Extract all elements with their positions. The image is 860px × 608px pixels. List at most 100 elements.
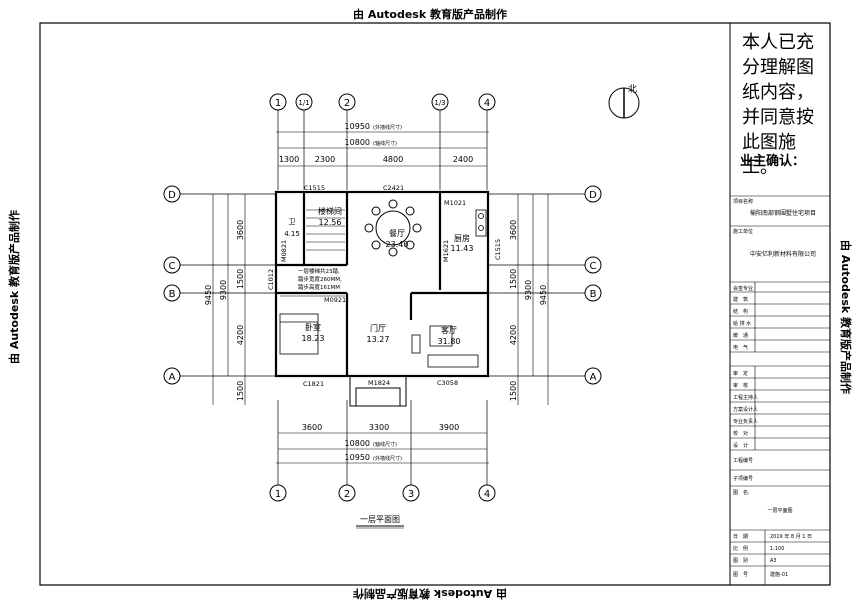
- dim-bottom-total-axis: 10800: [345, 439, 370, 448]
- room-area: 12.56: [319, 218, 342, 227]
- watermark-top: 由 Autodesk 教育版产品制作: [352, 8, 507, 21]
- tb-project-name: 榆阳南部钢围墅住宅项目: [750, 209, 816, 217]
- grid-label: 2: [344, 489, 350, 500]
- dim-top-total-axis: 10800: [345, 138, 370, 147]
- dim-right-seg: 1500: [509, 381, 518, 401]
- dim-lines-bottom: [276, 432, 489, 464]
- grid-label: D: [168, 190, 176, 201]
- tb-figure-name: 一层平面图: [767, 508, 792, 514]
- tb-unit-name: 中安亿利新材料有限公司: [750, 250, 816, 258]
- dim-right-seg: 4200: [509, 325, 518, 345]
- dim-left-total-axis: 9300: [219, 280, 228, 300]
- tb-size: A3: [770, 558, 777, 564]
- dim-lines-left: [212, 194, 246, 405]
- tb-sub-no: 子项编号: [733, 475, 753, 482]
- grid-bubbles-bottom: 1 2 3 4: [269, 484, 496, 502]
- north-arrow-icon: 北: [608, 84, 640, 119]
- room-name: 楼梯间: [318, 206, 342, 216]
- dim-note: (轴线尺寸): [373, 441, 397, 448]
- tb-staff-row: 校 对: [733, 430, 748, 437]
- tb-staff-row: 工程主持人: [733, 394, 758, 401]
- tb-figure-name-label: 图 名:: [733, 489, 750, 496]
- drawing-title: 一层平面图: [360, 515, 400, 524]
- tb-sign-row: 给 排 水: [733, 320, 751, 327]
- grid-label: 4: [484, 98, 490, 109]
- grid-bubbles-top: 1 1/1 2 1/3 4: [269, 93, 496, 111]
- dim-lines-right: [517, 194, 549, 405]
- owner-statement: 本人已充分理解图纸内容，并同意按此图施工。: [742, 32, 814, 178]
- grid-label: A: [590, 372, 597, 383]
- dim-left-seg: 3600: [236, 220, 245, 240]
- grid-label: 3: [408, 489, 414, 500]
- grid-bubbles-right: D C B A: [584, 185, 602, 385]
- stair-note-line: 踏步高度161MM: [298, 283, 340, 291]
- tb-staff-row: 方案设计人: [733, 406, 758, 413]
- owner-confirm-label: 业主确认：: [740, 154, 806, 169]
- opening-label: C1012: [267, 269, 275, 290]
- grid-bubbles-left: D C B A: [163, 185, 181, 385]
- entrance-porch: [349, 375, 407, 407]
- opening-label: M1021: [444, 199, 466, 207]
- opening-label: M1621: [442, 240, 450, 262]
- room-name: 厨房: [454, 233, 470, 243]
- grid-label: 2: [344, 98, 350, 109]
- room-name: 餐厅: [389, 229, 405, 238]
- grid-label: 1: [275, 98, 281, 109]
- dim-right-seg: 1500: [509, 269, 518, 289]
- dim-bottom-seg: 3300: [369, 423, 389, 432]
- grid-label: A: [169, 372, 176, 383]
- dim-right-seg: 3600: [509, 220, 518, 240]
- grid-label: C: [590, 261, 597, 272]
- dim-left-seg: 1500: [236, 381, 245, 401]
- dim-note: (轴线尺寸): [373, 140, 397, 147]
- grid-label: 1/1: [298, 99, 309, 107]
- opening-label: M0821: [280, 240, 288, 262]
- room-area: 18.23: [302, 334, 325, 343]
- bed-icon: [279, 313, 319, 355]
- opening-label: C3058: [437, 379, 458, 387]
- building-walls: [274, 190, 490, 378]
- dim-left-seg: 4200: [236, 325, 245, 345]
- stove-icon: [475, 209, 487, 237]
- tb-sign-row: 会签专业: [733, 285, 753, 292]
- title-block-grid: [730, 195, 830, 585]
- tb-sign-row: 暖 通: [733, 332, 748, 339]
- tb-scale-label: 比 例: [733, 545, 748, 552]
- tb-unit-label: 施工单位: [733, 228, 753, 235]
- dim-right-total-outer: 9450: [539, 285, 548, 305]
- dim-left-total-outer: 9450: [204, 285, 213, 305]
- room-area: 4.15: [284, 230, 300, 238]
- room-name: 门厅: [370, 323, 386, 333]
- dim-bottom-total-outer: 10950: [345, 453, 370, 462]
- tb-number-label: 图 号: [733, 572, 748, 578]
- opening-label: C1821: [303, 380, 324, 388]
- tb-staff-row: 审 核: [733, 382, 748, 389]
- dim-note: (外墙线尺寸): [373, 124, 402, 131]
- dim-bottom-seg: 3900: [439, 423, 459, 432]
- room-area: 11.43: [451, 244, 474, 253]
- grid-label: 4: [484, 489, 490, 500]
- tb-project-no: 工程编号: [733, 457, 753, 464]
- tb-staff-row: 专业负责人: [733, 418, 758, 425]
- stair-note-line: 一层楼梯共23踏,: [298, 267, 340, 275]
- room-area: 23.40: [386, 240, 409, 249]
- sofa-icon: [411, 325, 479, 368]
- dim-right-total-axis: 9300: [524, 280, 533, 300]
- tb-sign-row: 结 构: [733, 308, 748, 315]
- tb-sign-row: 电 气: [733, 344, 748, 351]
- dim-lines-top: [276, 131, 489, 167]
- opening-label: M0921: [324, 296, 346, 304]
- tb-date: 2019 年 8 月 1 日: [770, 533, 812, 540]
- opening-label: C1515: [494, 239, 502, 260]
- tb-date-label: 日 期: [733, 534, 748, 540]
- grid-label: 1: [275, 489, 281, 500]
- room-area: 13.27: [367, 335, 390, 344]
- dim-top-seg: 1300: [279, 155, 299, 164]
- dim-left-seg: 1500: [236, 269, 245, 289]
- grid-label: B: [169, 289, 176, 300]
- grid-label: C: [169, 261, 176, 272]
- room-name: 卫: [289, 218, 296, 226]
- dim-bottom-seg: 3600: [302, 423, 322, 432]
- tb-staff-row: 设 计: [733, 442, 748, 449]
